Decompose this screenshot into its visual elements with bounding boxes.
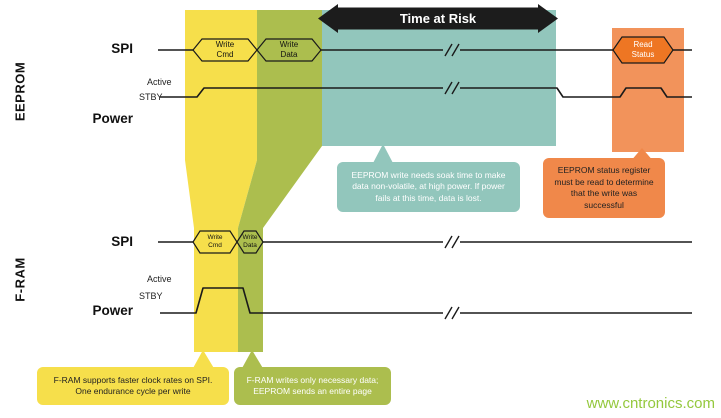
fram-efficiency-callout: F-RAM writes only necessary data; EEPROM… [234, 367, 391, 405]
eeprom-write-data-hex [256, 38, 322, 62]
soak-time-callout: EEPROM write needs soak time to make dat… [337, 162, 520, 212]
eeprom-active-label: Active [147, 77, 172, 87]
eeprom-stby-label: STBY [139, 92, 163, 102]
fram-stby-label: STBY [139, 291, 163, 301]
eeprom-read-status-hex [612, 36, 674, 64]
fram-speed-callout-pointer [192, 350, 215, 370]
eeprom-read-status-label: Read Status [631, 40, 655, 59]
eeprom-spi-break [444, 43, 460, 57]
fram-active-label: Active [147, 274, 172, 284]
eeprom-power-label: Power [92, 111, 133, 126]
fram-write-cmd-label: Write Cmd [207, 234, 223, 249]
fram-efficiency-callout-pointer [241, 350, 264, 370]
write-cmd-band [185, 10, 257, 352]
eeprom-power-wave-left [160, 87, 443, 98]
fram-write-data-label: Write Data [242, 234, 258, 249]
eeprom-write-cmd-label: Write Cmd [215, 40, 235, 59]
time-at-risk-band [322, 10, 556, 146]
fram-spi-break [444, 235, 460, 249]
fram-section-label: F-RAM [12, 257, 28, 302]
fram-speed-callout: F-RAM supports faster clock rates on SPI… [37, 367, 229, 405]
eeprom-section-label: EEPROM [12, 61, 28, 122]
fram-power-label: Power [92, 303, 133, 318]
eeprom-power-wave-right [460, 87, 692, 98]
time-at-risk-label: Time at Risk [399, 11, 477, 26]
eeprom-write-data-label: Write Data [279, 40, 299, 59]
fram-spi-label: SPI [111, 234, 133, 249]
watermark: www.cntronics.com [586, 395, 715, 412]
write-data-band [238, 10, 322, 352]
fram-write-data-hex [236, 230, 264, 254]
eeprom-power-break [444, 81, 460, 95]
soak-callout-pointer [372, 144, 394, 165]
time-at-risk-arrow [318, 4, 558, 33]
eeprom-spi-label: SPI [111, 41, 133, 56]
fram-power-wave-left [160, 287, 443, 314]
status-register-callout: EEPROM status register must be read to d… [543, 158, 665, 218]
fram-power-break [444, 306, 460, 320]
